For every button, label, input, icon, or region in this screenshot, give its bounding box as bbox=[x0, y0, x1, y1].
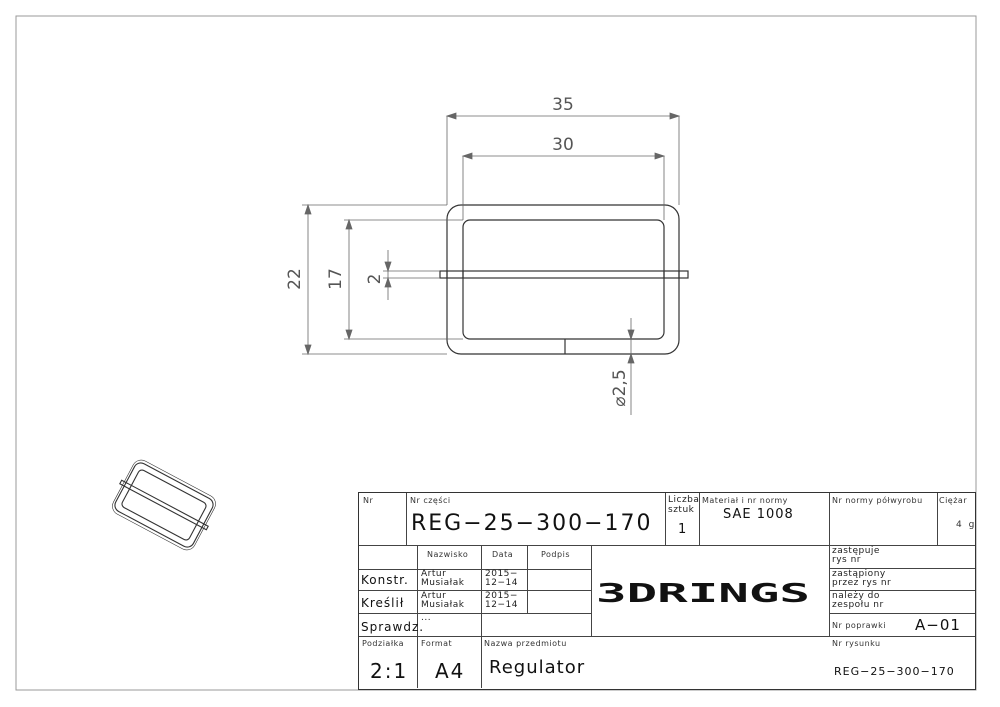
quantity-label-1: Liczba bbox=[668, 495, 700, 505]
row-date-1: 2015− bbox=[485, 569, 518, 579]
drawing-no-label: Nr rysunku bbox=[832, 639, 881, 648]
dim-height-inner: 17 bbox=[326, 268, 346, 290]
revision-value: A−01 bbox=[915, 616, 961, 634]
scale-value: 2:1 bbox=[370, 659, 409, 683]
drawing-number: REG−25−300−170 bbox=[834, 665, 955, 678]
row-role: Konstr. bbox=[361, 573, 409, 587]
row-name-1: ... bbox=[421, 613, 432, 623]
col-name-header: Nazwisko bbox=[427, 550, 469, 559]
name-label: Nazwa przedmiotu bbox=[484, 639, 567, 648]
dimensions bbox=[302, 112, 681, 415]
format-label: Format bbox=[421, 639, 453, 648]
center-bar bbox=[439, 270, 689, 279]
row-role: Kreślił bbox=[361, 596, 405, 610]
dim-wire-diameter: ⌀2,5 bbox=[610, 369, 630, 406]
weight-value: 4 g bbox=[956, 520, 977, 530]
revision-label: Nr poprawki bbox=[832, 621, 886, 630]
row-role: Sprawdz. bbox=[361, 620, 425, 634]
row-date-2: 12−14 bbox=[485, 578, 518, 588]
replaced-l2: przez rys nr bbox=[832, 578, 892, 588]
part-front-view bbox=[439, 204, 689, 355]
material-label: Materiał i nr normy bbox=[702, 496, 788, 505]
row-name-2: Musiałak bbox=[421, 600, 465, 610]
part-no-label: Nr części bbox=[410, 496, 451, 505]
part-outer-contour bbox=[446, 204, 680, 355]
dim-width-outer: 35 bbox=[552, 95, 574, 115]
row-date-2: 12−14 bbox=[485, 600, 518, 610]
title-block: Nr Nr części REG−25−300−170 Liczba sztuk… bbox=[358, 492, 976, 690]
format-value: A4 bbox=[435, 659, 466, 683]
company-logo: 3DRINGS bbox=[596, 579, 810, 607]
quantity-value: 1 bbox=[678, 522, 688, 537]
replaced-l1: zastąpiony bbox=[832, 569, 886, 579]
replaces-l2: rys nr bbox=[832, 555, 861, 565]
belongs-l2: zespołu nr bbox=[832, 600, 884, 610]
replaces-l1: zastępuje bbox=[832, 546, 880, 556]
material-value: SAE 1008 bbox=[723, 507, 794, 522]
semi-norm-label: Nr normy półwyrobu bbox=[832, 496, 923, 505]
sheet-border bbox=[15, 15, 977, 691]
part-inner-contour bbox=[462, 219, 665, 340]
row-name-1: Artur bbox=[421, 569, 447, 579]
part-number: REG−25−300−170 bbox=[411, 511, 653, 536]
row-date-1: 2015− bbox=[485, 591, 518, 601]
row-name-2: Musiałak bbox=[421, 578, 465, 588]
logo-text: 3DRINGS bbox=[596, 579, 810, 607]
belongs-l1: należy do bbox=[832, 591, 880, 601]
part-isometric-view bbox=[112, 459, 216, 551]
quantity-label-2: sztuk bbox=[668, 505, 695, 515]
weight-label: Ciężar bbox=[939, 496, 968, 505]
dim-width-inner: 30 bbox=[552, 135, 574, 155]
row-name-1: Artur bbox=[421, 591, 447, 601]
scale-label: Podziałka bbox=[362, 639, 405, 648]
part-name: Regulator bbox=[489, 657, 586, 678]
dim-height-outer: 22 bbox=[285, 268, 305, 290]
dim-bar: 2 bbox=[365, 274, 385, 285]
nr-label: Nr bbox=[363, 496, 374, 505]
col-sign-header: Podpis bbox=[541, 550, 570, 559]
col-date-header: Data bbox=[492, 550, 514, 559]
